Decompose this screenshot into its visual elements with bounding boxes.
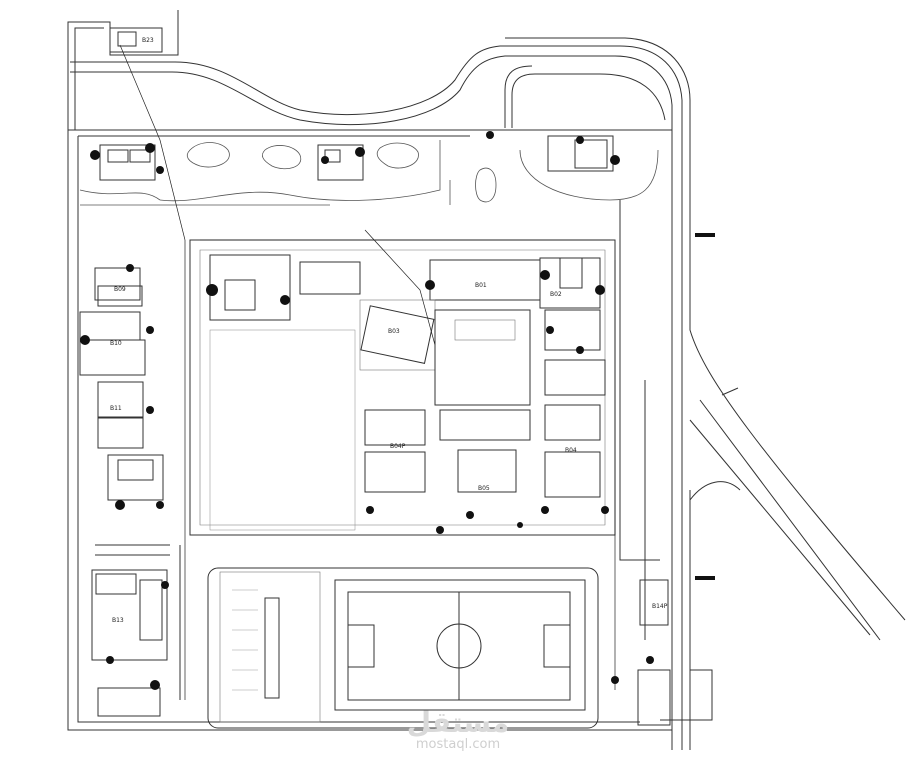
- label-b01: B01: [475, 282, 487, 289]
- label-b04p: B04P: [390, 443, 406, 450]
- north-buildings: [99, 135, 614, 181]
- school-buildings: [209, 254, 606, 498]
- building-labels: B23 B09 B10 B11 B13 B01 B02 B03 B04 B04P…: [110, 37, 668, 624]
- watermark: مستقل mostaql.com: [407, 706, 509, 752]
- road-markers: [695, 233, 715, 580]
- watermark-arabic: مستقل: [407, 706, 509, 739]
- label-b11: B11: [110, 405, 122, 412]
- west-buildings: [79, 267, 181, 717]
- site-boundary: [67, 129, 672, 731]
- access-road: [70, 37, 691, 750]
- label-b14p: B14P: [652, 603, 668, 610]
- label-b02: B02: [550, 291, 562, 298]
- sports-area: [207, 567, 599, 729]
- north-entrance: [67, 10, 179, 130]
- north-garden: [79, 140, 659, 206]
- label-b13: B13: [112, 617, 124, 624]
- tree-symbols: [80, 131, 654, 690]
- courtyard-grid: [209, 329, 356, 531]
- school-boundary: [189, 239, 616, 536]
- utility-lines: [119, 44, 616, 700]
- label-b04: B04: [565, 447, 577, 454]
- label-b03: B03: [388, 328, 400, 335]
- label-b05: B05: [478, 485, 490, 492]
- label-b09: B09: [114, 286, 126, 293]
- watermark-site: mostaql.com: [416, 737, 500, 752]
- highway-ramp: [689, 100, 906, 750]
- label-b10: B10: [110, 340, 122, 347]
- east-strip: [619, 200, 713, 726]
- label-b23: B23: [142, 37, 154, 44]
